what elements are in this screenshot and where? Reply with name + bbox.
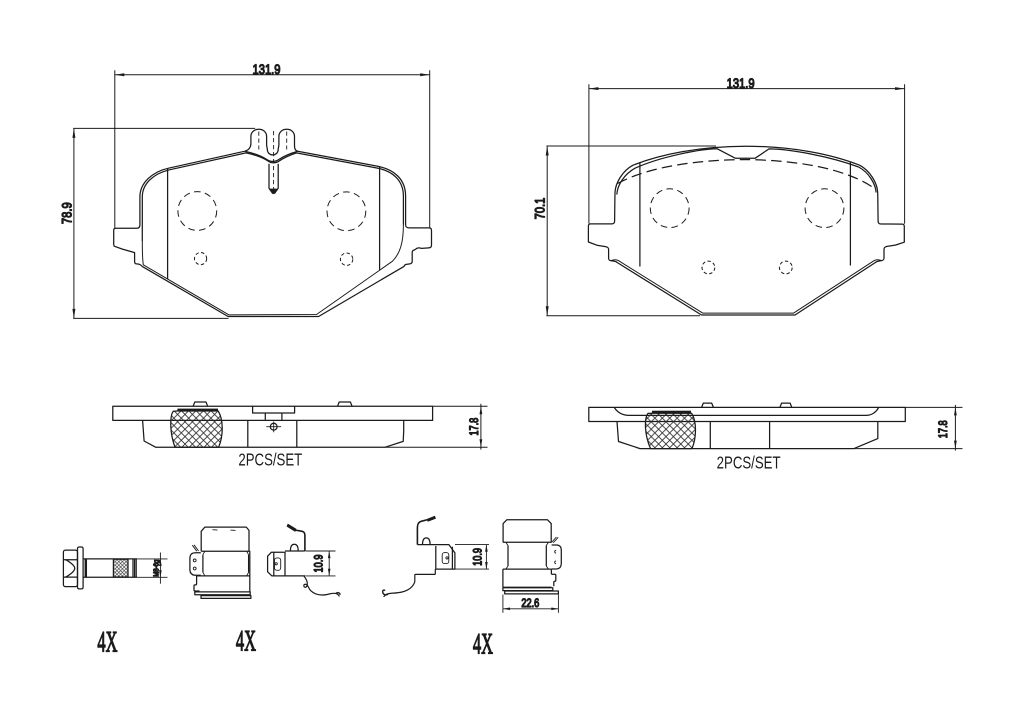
svg-text:131.9: 131.9 — [727, 76, 755, 91]
svg-text:17.8: 17.8 — [938, 420, 950, 438]
svg-text:10.9: 10.9 — [313, 554, 325, 572]
svg-text:78.9: 78.9 — [59, 202, 74, 224]
svg-text:4X: 4X — [236, 625, 257, 658]
svg-text:70.1: 70.1 — [532, 198, 547, 220]
svg-text:10.9: 10.9 — [472, 548, 484, 566]
svg-text:2PCS/SET: 2PCS/SET — [238, 451, 302, 470]
svg-text:22.6: 22.6 — [521, 598, 539, 610]
svg-text:17.8: 17.8 — [469, 418, 481, 436]
svg-text:2PCS/SET: 2PCS/SET — [717, 454, 781, 473]
svg-text:131.9: 131.9 — [253, 62, 281, 77]
svg-text:4X: 4X — [473, 627, 494, 660]
svg-text:M8-6g: M8-6g — [153, 560, 161, 577]
svg-text:4X: 4X — [97, 625, 118, 658]
